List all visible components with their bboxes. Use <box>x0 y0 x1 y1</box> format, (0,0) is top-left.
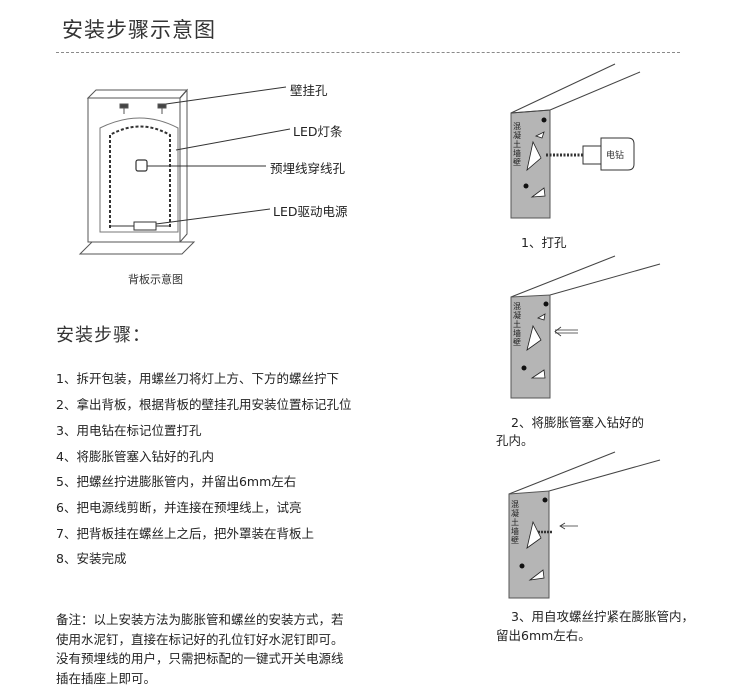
wall-label-char: 土 <box>513 320 521 329</box>
label-wire-hole: 预埋线穿线孔 <box>270 161 346 176</box>
wall-label-char: 壁 <box>511 536 519 545</box>
wall-label-char: 墙 <box>513 149 521 158</box>
label-led-strip: LED灯条 <box>293 124 343 139</box>
wall-label-3: 混 凝 土 墙 壁 <box>511 500 521 545</box>
backplate-caption: 背板示意图 <box>128 273 183 286</box>
step-8: 8、安装完成 <box>56 551 127 566</box>
wall-label-1: 混 凝 土 墙 壁 <box>513 122 523 167</box>
wall-label-2: 混 凝 土 墙 壁 <box>513 302 523 347</box>
wall-label-char: 凝 <box>513 131 521 140</box>
label-wall-hole: 壁挂孔 <box>290 83 328 98</box>
wall-label-char: 壁 <box>513 338 521 347</box>
note-line-1: 备注：以上安装方法为膨胀管和螺丝的安装方式，若 <box>56 612 344 627</box>
page-title: 安装步骤示意图 <box>62 18 216 42</box>
wall-label-char: 凝 <box>511 509 519 518</box>
note-block: 备注：以上安装方法为膨胀管和螺丝的安装方式，若 使用水泥钉，直接在标记好的孔位钉… <box>56 610 396 688</box>
step-1: 1、拆开包装，用螺丝刀将灯上方、下方的螺丝拧下 <box>56 371 339 386</box>
wall-label-char: 混 <box>513 122 521 131</box>
step-7: 7、把背板挂在螺丝上之后，把外罩装在背板上 <box>56 526 314 541</box>
wall-label-char: 土 <box>513 140 521 149</box>
step-5: 5、把螺丝拧进膨胀管内，并留出6mm左右 <box>56 474 297 489</box>
diagram-1-caption: 1、打孔 <box>521 235 567 250</box>
wall-label-char: 土 <box>511 518 519 527</box>
step-2: 2、拿出背板，根据背板的壁挂孔用安装位置标记孔位 <box>56 397 352 412</box>
wall-label-char: 混 <box>511 500 519 509</box>
diagram-3-caption-line-1: 3、用自攻螺丝拧紧在膨胀管内， <box>511 609 694 624</box>
note-line-4: 插在插座上即可。 <box>56 670 157 686</box>
wall-label-char: 壁 <box>513 158 521 167</box>
diagram-2-caption-line-1: 2、将膨胀管塞入钻好的 <box>511 415 644 430</box>
steps-heading: 安装步骤： <box>56 325 151 346</box>
drill-label: 电钻 <box>606 151 625 161</box>
wall-label-char: 墙 <box>511 527 519 536</box>
step-3: 3、用电钻在标记位置打孔 <box>56 423 202 438</box>
step-4: 4、将膨胀管塞入钻好的孔内 <box>56 449 214 464</box>
wall-label-char: 凝 <box>513 311 521 320</box>
label-led-driver: LED驱动电源 <box>273 204 348 219</box>
wall-label-char: 墙 <box>513 329 521 338</box>
note-line-2: 使用水泥钉，直接在标记好的孔位钉好水泥钉即可。 <box>56 631 344 647</box>
note-line-3: 没有预埋线的用户，只需把标配的一键式开关电源线 <box>56 651 344 666</box>
step-6: 6、把电源线剪断，并连接在预埋线上，试亮 <box>56 500 302 515</box>
title-divider <box>56 52 680 53</box>
diagram-2-caption-line-2: 孔内。 <box>496 433 534 448</box>
wall-label-char: 混 <box>513 302 521 311</box>
diagram-3-caption-line-2: 留出6mm左右。 <box>496 628 591 643</box>
